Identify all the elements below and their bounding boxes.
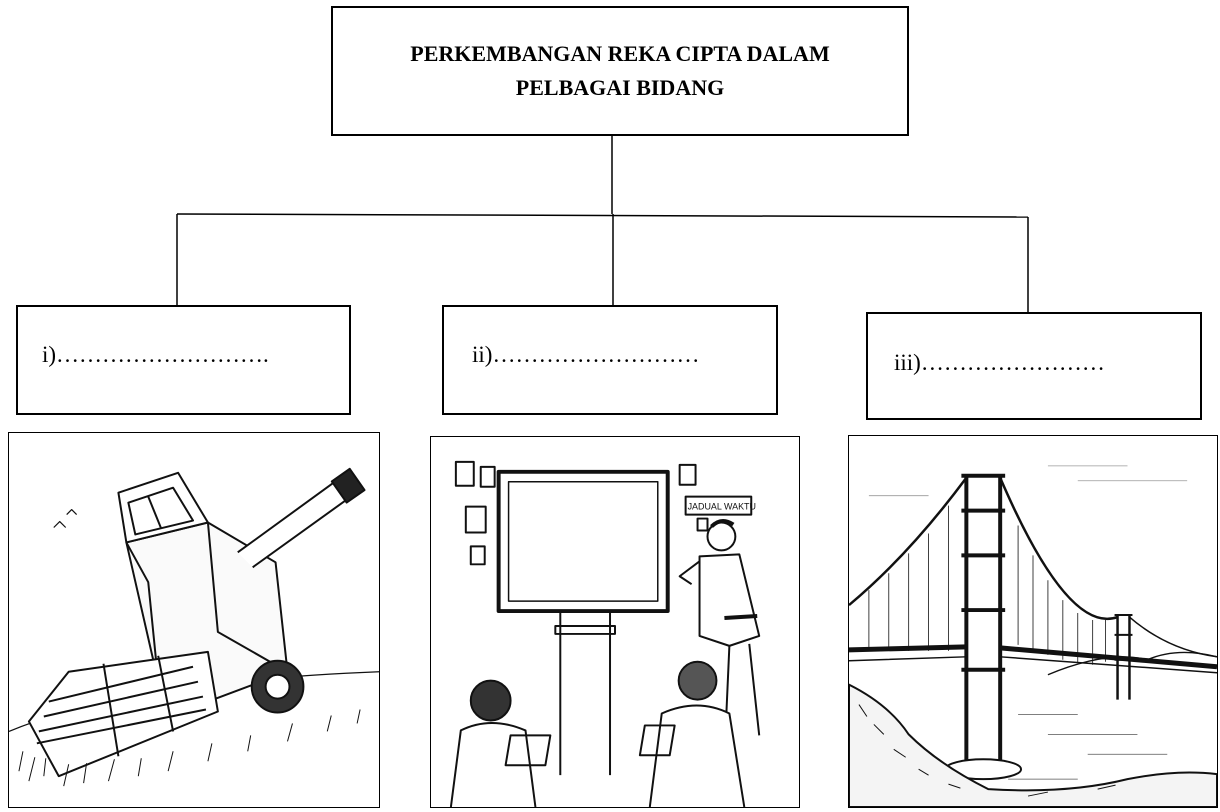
classroom-illustration: JADUAL WAKTU: [449, 460, 761, 807]
answer-box-iii[interactable]: iii)……………………: [866, 312, 1202, 420]
answer-label-iii: iii)……………………: [894, 350, 1105, 375]
answer-box-i[interactable]: i)……………………….: [16, 305, 351, 415]
combine-harvester-picture: [8, 432, 380, 808]
answer-label-i: i)……………………….: [42, 342, 269, 367]
title-box: PERKEMBANGAN REKA CIPTA DALAM PELBAGAI B…: [331, 6, 909, 136]
answer-label-ii: ii)………………………: [472, 342, 700, 367]
title-line-1: PERKEMBANGAN REKA CIPTA DALAM: [410, 41, 830, 66]
classroom-picture: JADUAL WAKTU: [430, 436, 800, 808]
answer-box-ii[interactable]: ii)………………………: [442, 305, 778, 415]
suspension-bridge-picture: [848, 435, 1218, 808]
combine-harvester-illustration: [9, 467, 379, 787]
suspension-bridge-illustration: [849, 465, 1217, 807]
title-line-2: PELBAGAI BIDANG: [515, 75, 725, 100]
timetable-caption: JADUAL WAKTU: [688, 502, 756, 512]
